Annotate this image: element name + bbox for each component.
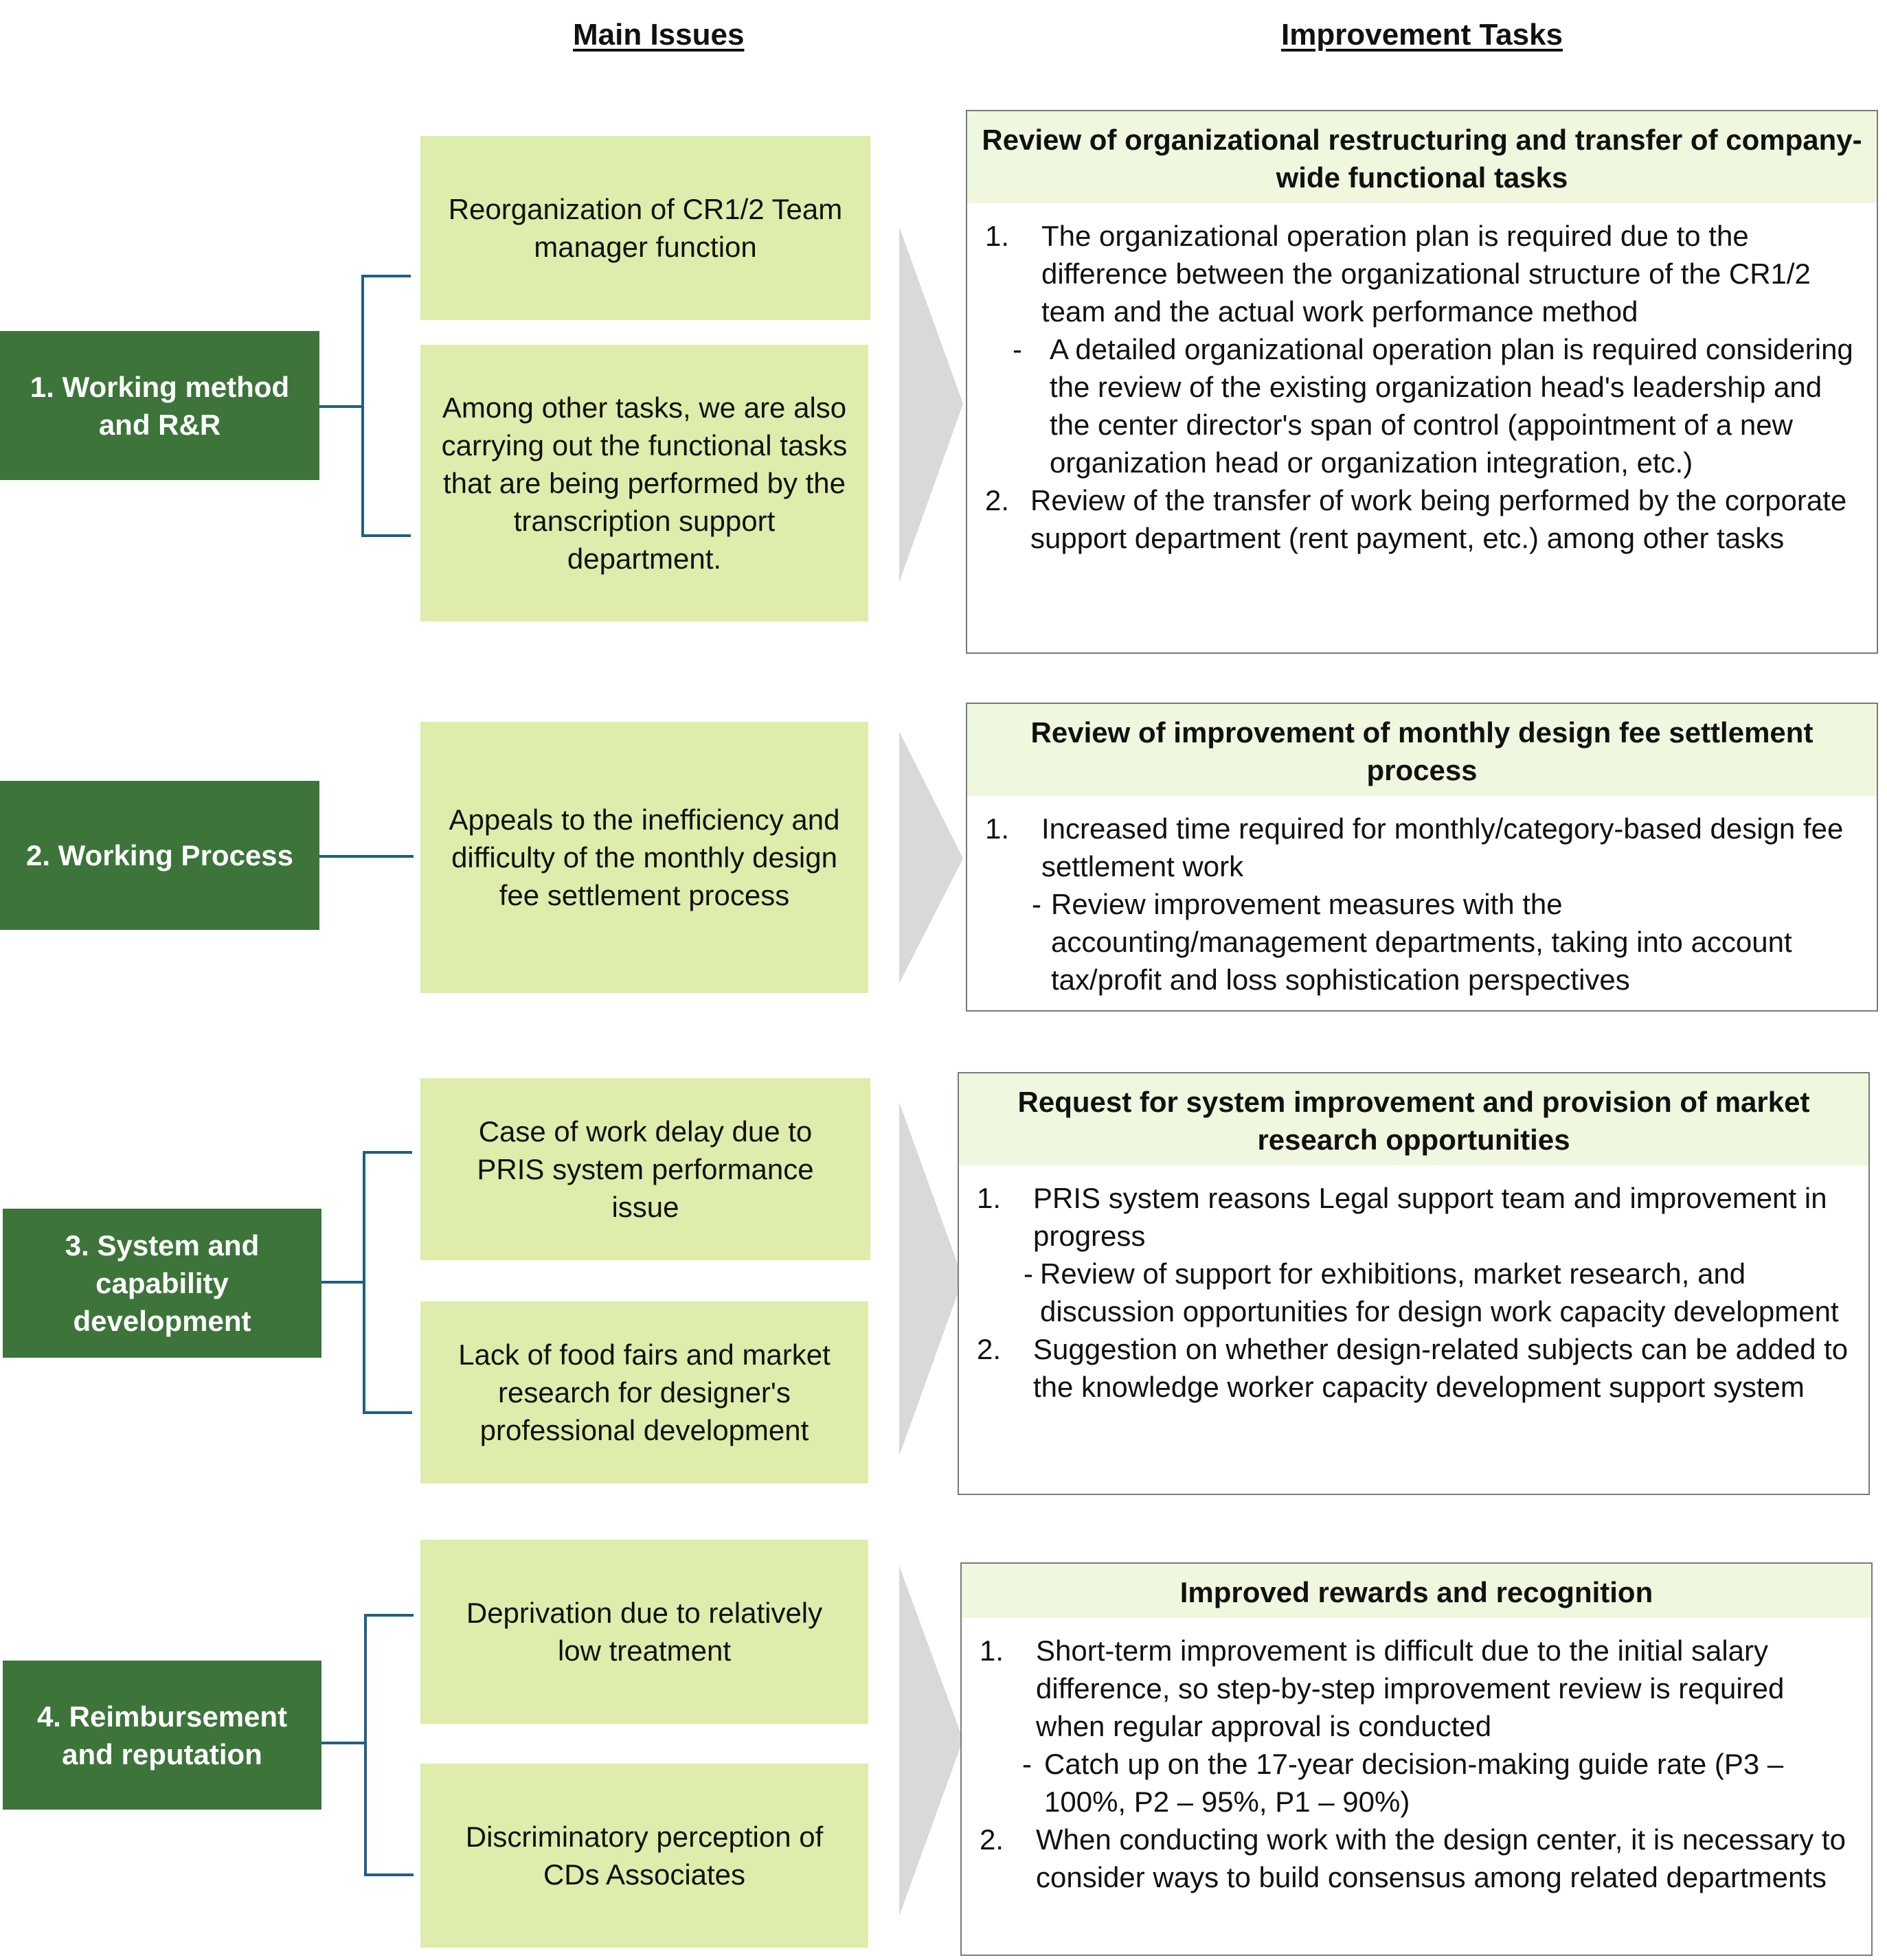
task-title-1: Review of organizational restructuring a… xyxy=(967,111,1877,203)
task-body-2: 1. Increased time required for monthly/c… xyxy=(967,796,1877,1010)
subitem-dash: - xyxy=(1013,333,1022,365)
task-item: 2. When conducting work with the design … xyxy=(980,1821,1857,1896)
task-body-1: 1. The organizational operation plan is … xyxy=(967,203,1877,568)
task-subitem: - Review improvement measures with the a… xyxy=(985,885,1863,999)
task-box-3: Request for system improvement and provi… xyxy=(958,1072,1870,1495)
issue-3-1: Case of work delay due to PRIS system pe… xyxy=(420,1078,870,1260)
item-number: 2. xyxy=(977,1333,1002,1365)
issue-1-1: Reorganization of CR1/2 Team manager fun… xyxy=(420,136,870,320)
subitem-dash: - xyxy=(1022,1748,1032,1780)
task-title-4: Improved rewards and recognition xyxy=(962,1564,1871,1618)
subitem-dash: - xyxy=(1024,1257,1033,1290)
task-subitem: - A detailed organizational operation pl… xyxy=(985,330,1863,481)
arrow-chevron-4 xyxy=(899,1566,963,1916)
arrow-chevron-1 xyxy=(899,227,963,582)
item-number: 1. xyxy=(985,220,1010,252)
issue-3-2: Lack of food fairs and market research f… xyxy=(420,1301,868,1483)
task-subitem: - Review of support for exhibitions, mar… xyxy=(977,1255,1855,1330)
connector-group-3 xyxy=(321,1151,412,1414)
issue-4-1: Deprivation due to relatively low treatm… xyxy=(420,1540,868,1724)
task-box-4: Improved rewards and recognition 1. Shor… xyxy=(960,1562,1873,1956)
item-text: Short-term improvement is difficult due … xyxy=(1036,1634,1785,1742)
item-number: 1. xyxy=(980,1634,1004,1667)
connector-group-4 xyxy=(321,1614,414,1876)
issue-4-2: Discriminatory perception of CDs Associa… xyxy=(420,1764,868,1948)
item-number: 2. xyxy=(985,484,1010,516)
arrow-chevron-2 xyxy=(899,731,963,983)
task-item: 1. PRIS system reasons Legal support tea… xyxy=(977,1179,1855,1255)
connector-group-1 xyxy=(319,275,411,537)
main-issues-header: Main Issues xyxy=(573,18,745,52)
task-box-1: Review of organizational restructuring a… xyxy=(966,110,1878,654)
item-text: PRIS system reasons Legal support team a… xyxy=(1033,1182,1827,1252)
category-3: 3. System and capability development xyxy=(3,1209,321,1358)
task-title-3: Request for system improvement and provi… xyxy=(959,1073,1868,1165)
improvement-tasks-header: Improvement Tasks xyxy=(1281,18,1563,52)
arrow-chevron-3 xyxy=(899,1102,963,1456)
item-text: Increased time required for monthly/cate… xyxy=(1041,812,1844,882)
item-text: Review of the transfer of work being per… xyxy=(1030,484,1847,554)
subitem-text: A detailed organizational operation plan… xyxy=(1050,333,1853,479)
item-number: 1. xyxy=(985,812,1010,845)
task-body-3: 1. PRIS system reasons Legal support tea… xyxy=(959,1165,1868,1417)
task-item: 2. Review of the transfer of work being … xyxy=(985,481,1863,557)
category-2: 2. Working Process xyxy=(0,781,319,930)
task-subitem: - Catch up on the 17-year decision-makin… xyxy=(980,1745,1857,1821)
subitem-text: Review improvement measures with the acc… xyxy=(1051,888,1792,996)
category-4: 4. Reimbursement and reputation xyxy=(3,1661,321,1810)
subitem-dash: - xyxy=(1032,888,1041,920)
task-item: 1. The organizational operation plan is … xyxy=(985,217,1863,330)
task-item: 1. Short-term improvement is difficult d… xyxy=(980,1632,1857,1745)
task-item: 1. Increased time required for monthly/c… xyxy=(985,810,1863,885)
item-text: When conducting work with the design cen… xyxy=(1036,1823,1846,1893)
item-number: 2. xyxy=(980,1823,1004,1856)
task-item: 2. Suggestion on whether design-related … xyxy=(977,1330,1855,1406)
issue-1-2: Among other tasks, we are also carrying … xyxy=(420,345,868,622)
item-text: Suggestion on whether design-related sub… xyxy=(1033,1333,1849,1403)
item-number: 1. xyxy=(977,1182,1002,1214)
task-box-2: Review of improvement of monthly design … xyxy=(966,703,1878,1012)
item-text: The organizational operation plan is req… xyxy=(1041,220,1811,328)
issue-2-1: Appeals to the inefficiency and difficul… xyxy=(420,722,868,993)
task-body-4: 1. Short-term improvement is difficult d… xyxy=(962,1618,1871,1907)
subitem-text: Review of support for exhibitions, marke… xyxy=(1040,1257,1839,1327)
task-title-2: Review of improvement of monthly design … xyxy=(967,704,1877,796)
subitem-text: Catch up on the 17-year decision-making … xyxy=(1044,1748,1784,1818)
category-1: 1. Working method and R&R xyxy=(0,331,319,480)
